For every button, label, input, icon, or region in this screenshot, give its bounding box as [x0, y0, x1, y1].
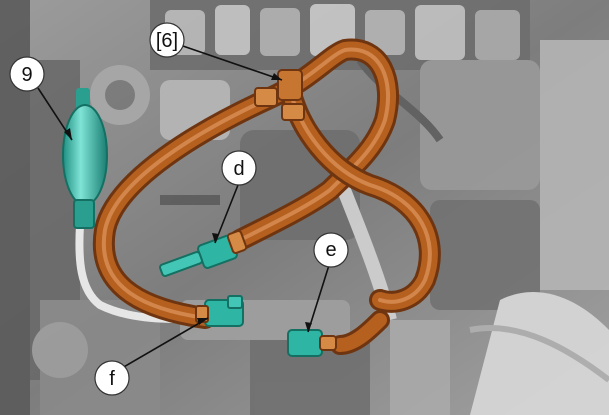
- callout-e-label: e: [325, 239, 336, 261]
- callout-9-label: 9: [21, 64, 32, 86]
- callout-6: [6]: [149, 22, 185, 58]
- primer-bulb-icon: [62, 88, 108, 229]
- callout-e: e: [313, 232, 349, 268]
- callout-9: 9: [9, 56, 45, 92]
- callout-f: f: [94, 360, 130, 396]
- callout-d-label: d: [233, 158, 244, 180]
- leader-arrowheads: [64, 73, 312, 332]
- connector-d-icon: [159, 230, 248, 277]
- fuel-hose-loop: [92, 38, 441, 355]
- callout-6-label: [6]: [156, 30, 178, 52]
- callout-f-label: f: [109, 368, 115, 390]
- callout-d: d: [221, 150, 257, 186]
- tee-fitting: [254, 69, 305, 121]
- connector-e-icon: [287, 329, 337, 357]
